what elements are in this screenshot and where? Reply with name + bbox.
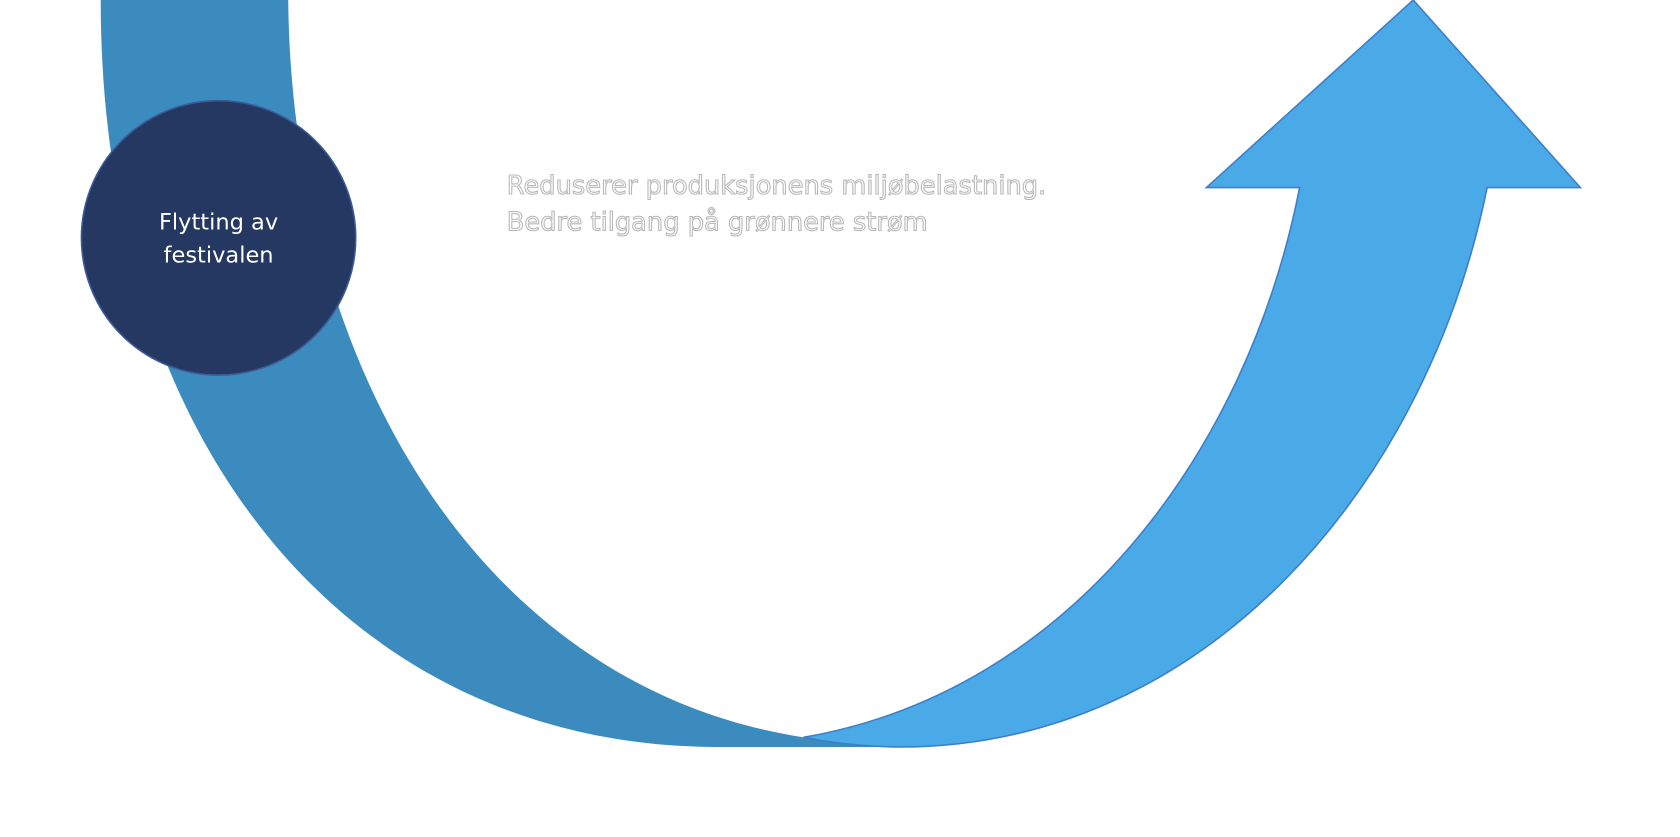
description-line1: Reduserer produksjonens miljøbelastning.: [507, 171, 1046, 201]
right-upward-arrow: [803, 0, 1583, 748]
description-line2: Bedre tilgang på grønnere strøm: [507, 206, 928, 237]
topic-circle: [80, 99, 357, 376]
circle-label-line2: festivalen: [164, 243, 274, 269]
circle-label-line1: Flytting av: [159, 209, 278, 235]
